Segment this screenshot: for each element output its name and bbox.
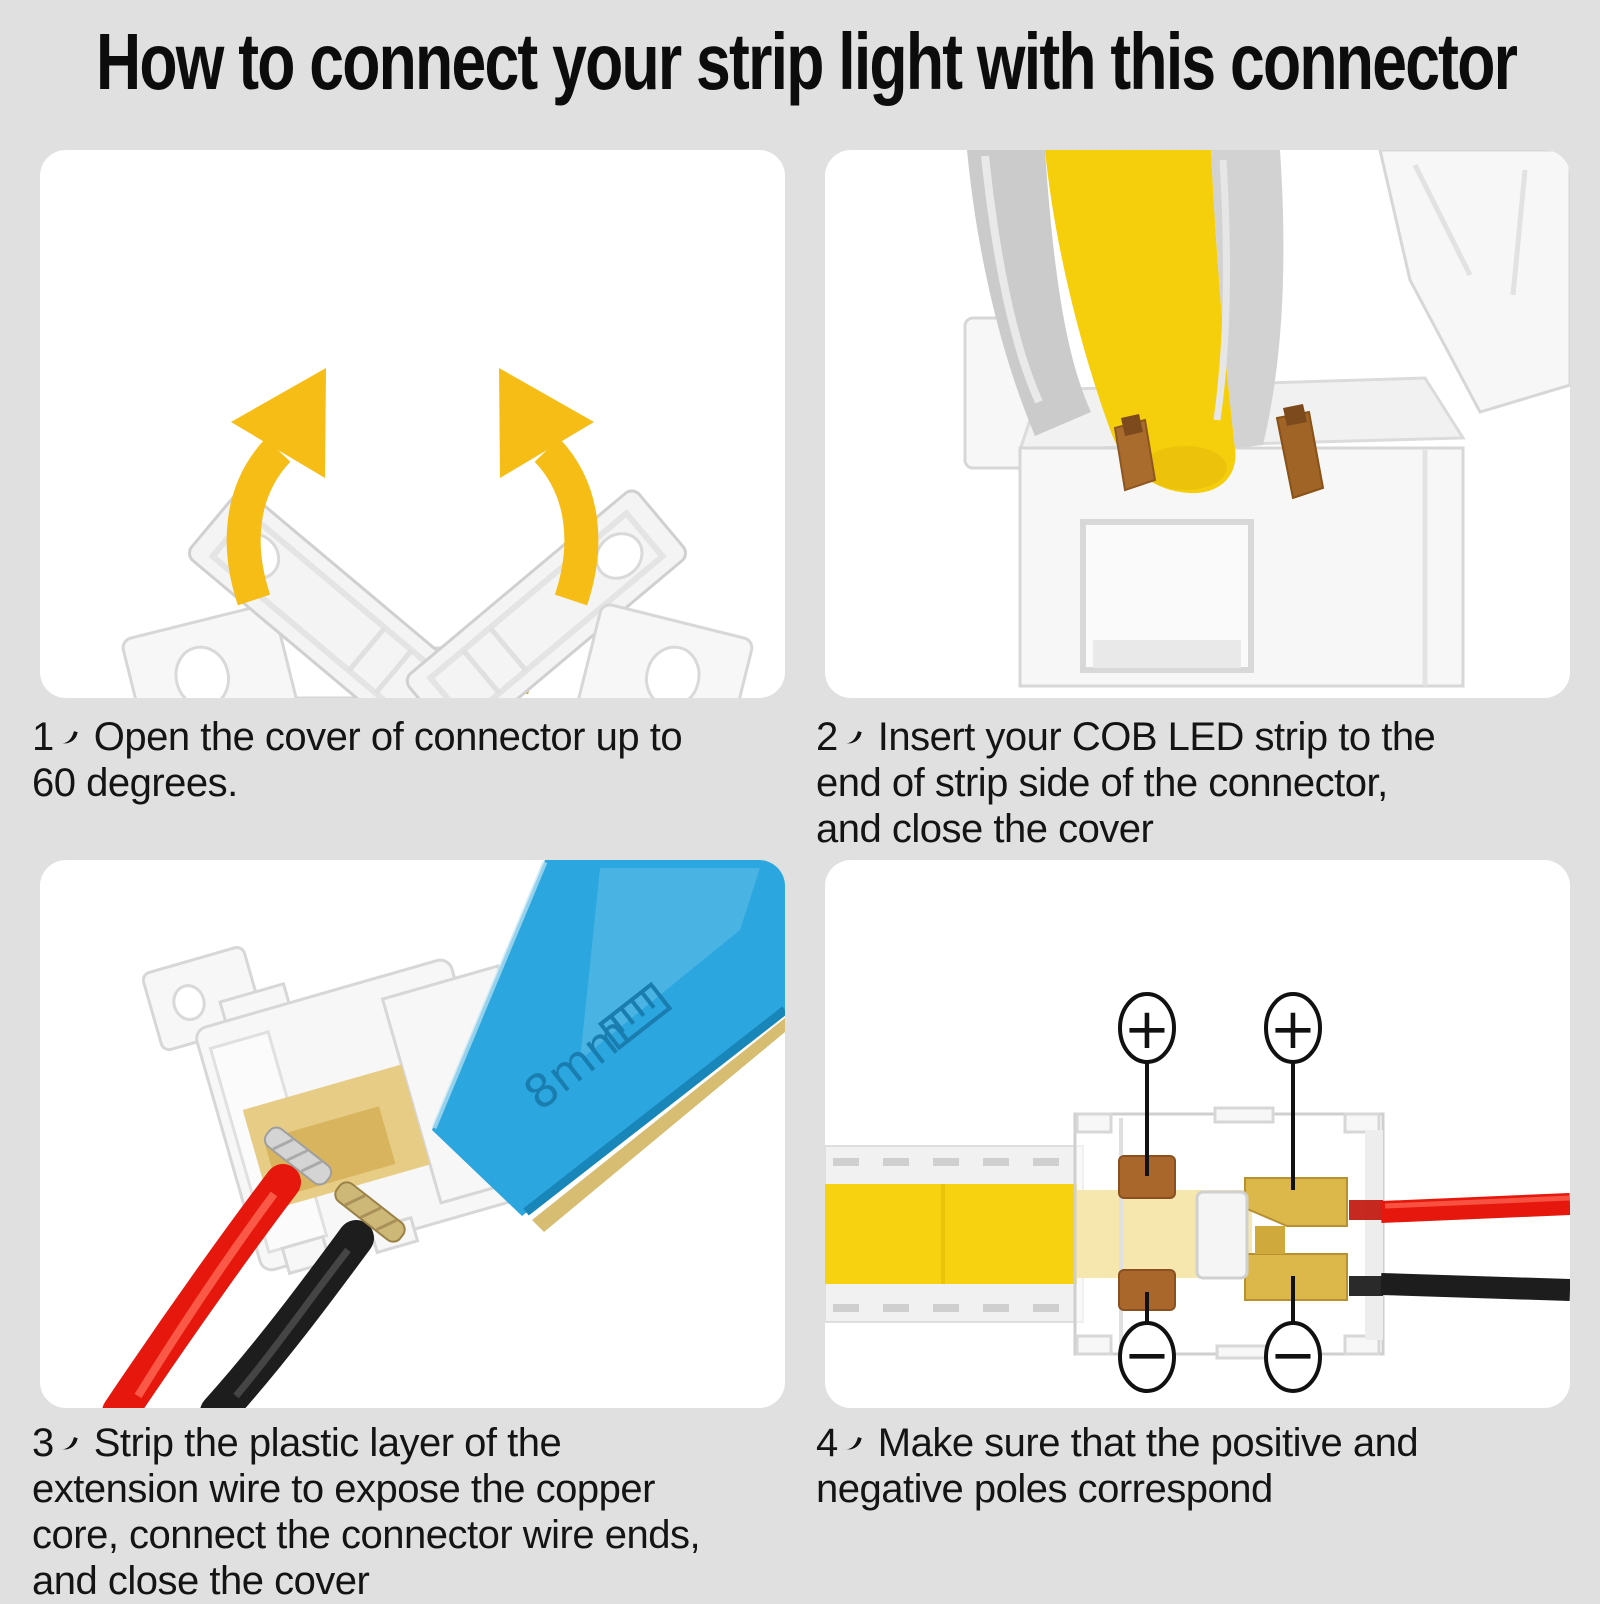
caption-text: and close the cover xyxy=(816,807,1154,851)
step-number: 4 xyxy=(816,1421,838,1465)
ideographic-comma xyxy=(842,1430,868,1458)
ideographic-comma xyxy=(842,724,868,752)
caption-text: extension wire to expose the copper xyxy=(32,1467,655,1511)
minus-symbol: − xyxy=(1264,1321,1322,1393)
connector-body xyxy=(1073,1106,1385,1360)
caption-text: core, connect the connector wire ends, xyxy=(32,1513,701,1557)
step4-caption: 4 Make sure that the positive and negativ… xyxy=(816,1420,1591,1512)
cover-flap-right xyxy=(405,489,687,698)
step3-photo-wire-connection: 8mm xyxy=(102,860,785,1408)
led-strip-blue-back: 8mm xyxy=(431,860,785,1232)
step1-panel xyxy=(40,150,785,698)
connector-body xyxy=(141,946,559,1276)
red-extension-wire xyxy=(102,1164,301,1408)
step-number: 1 xyxy=(32,715,54,759)
caption-text: Make sure that the positive and xyxy=(877,1421,1419,1465)
plus-symbol: + xyxy=(1264,992,1322,1064)
cob-led-strip xyxy=(967,150,1284,494)
rotate-up-arrow-left-icon xyxy=(226,368,326,606)
svg-text:+: + xyxy=(1270,997,1317,1062)
caption-text: negative poles correspond xyxy=(816,1467,1273,1511)
step4-panel: + + − − xyxy=(825,860,1570,1408)
red-extension-wire xyxy=(1349,1193,1570,1223)
connector-body xyxy=(1017,376,1466,688)
step3-panel: 8mm xyxy=(40,860,785,1408)
black-extension-wire xyxy=(1349,1273,1570,1301)
ruler-glyph xyxy=(597,981,673,1051)
caption-text: end of strip side of the connector, xyxy=(816,761,1388,805)
cover-flap-left-outer xyxy=(121,603,298,698)
rotate-up-arrow-right-icon xyxy=(499,368,599,606)
step3-caption: 3 Strip the plastic layer of the extensio… xyxy=(32,1420,807,1604)
plus-symbol: + xyxy=(1118,992,1176,1064)
cover-flap-right-outer xyxy=(577,603,754,698)
caption-text: Insert your COB LED strip to the xyxy=(877,715,1436,759)
step1-photo-open-connector xyxy=(121,368,754,698)
caption-text: and close the cover xyxy=(32,1559,370,1603)
polarity-annotations: + + − − xyxy=(1118,992,1322,1393)
page-title: How to connect your strip light with thi… xyxy=(96,18,1518,107)
caption-text: 60 degrees. xyxy=(32,761,238,805)
caption-text: Strip the plastic layer of the xyxy=(93,1421,562,1465)
ideographic-comma xyxy=(58,724,84,752)
step-number: 3 xyxy=(32,1421,54,1465)
copper-contact-left xyxy=(1113,414,1157,492)
copper-contact-right xyxy=(1275,404,1325,500)
ideographic-comma xyxy=(58,1430,84,1458)
step2-photo-insert-strip xyxy=(963,150,1570,688)
step1-caption: 1 Open the cover of connector up to 60 de… xyxy=(32,714,807,806)
exposed-copper-core-red xyxy=(263,1126,333,1186)
svg-text:−: − xyxy=(1124,1323,1171,1388)
black-extension-wire xyxy=(200,1220,374,1408)
minus-symbol: − xyxy=(1118,1321,1176,1393)
svg-text:−: − xyxy=(1270,1323,1317,1388)
caption-text: Open the cover of connector up to xyxy=(93,715,683,759)
step2-caption: 2 Insert your COB LED strip to the end of… xyxy=(816,714,1591,852)
step2-panel xyxy=(825,150,1570,698)
svg-text:+: + xyxy=(1124,997,1171,1062)
step-number: 2 xyxy=(816,715,838,759)
step4-photo-polarity: + + − − xyxy=(825,992,1570,1393)
exposed-copper-core-black xyxy=(334,1181,406,1243)
connector-latch xyxy=(1195,1190,1249,1280)
